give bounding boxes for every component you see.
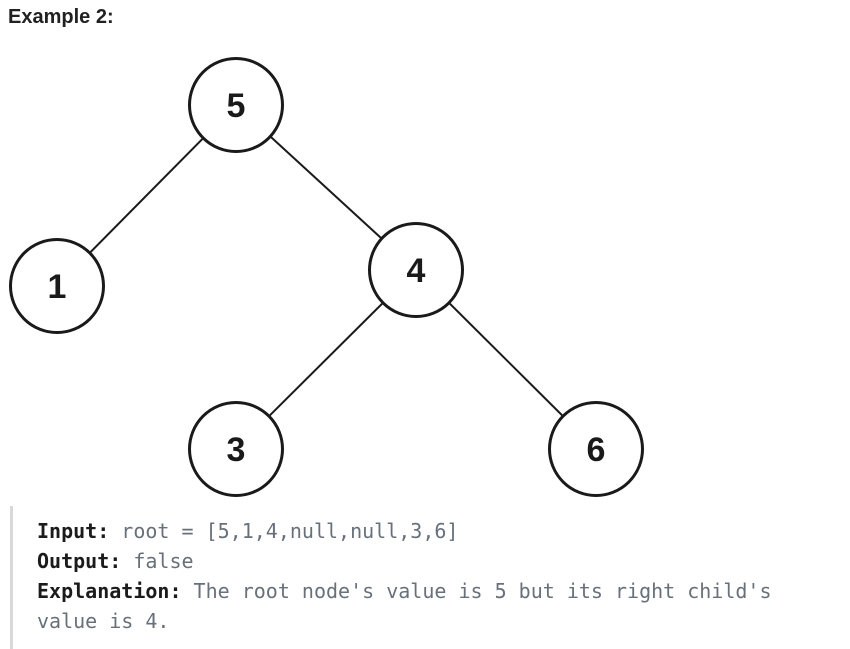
example-heading: Example 2: <box>8 6 114 28</box>
explanation-value: The root node's value is 5 but its right… <box>37 579 772 633</box>
output-line: Output: false <box>37 546 803 576</box>
input-line: Input: root = [5,1,4,null,null,3,6] <box>37 516 803 546</box>
tree-node-circle <box>188 57 284 153</box>
input-value: root = [5,1,4,null,null,3,6] <box>121 519 459 543</box>
output-value: false <box>133 549 194 573</box>
tree-node-circle <box>188 401 284 497</box>
tree-node-value: 6 <box>587 431 606 469</box>
example-io-block: Input: root = [5,1,4,null,null,3,6]Outpu… <box>10 506 803 649</box>
input-label: Input: <box>37 519 110 543</box>
output-label: Output: <box>37 549 122 573</box>
tree-node-value: 4 <box>407 252 426 290</box>
tree-node-circle <box>9 238 105 334</box>
tree-node-circle <box>548 401 644 497</box>
tree-node-value: 5 <box>227 87 246 125</box>
tree-node-value: 3 <box>227 431 246 469</box>
binary-tree-diagram: 5 1 4 3 6 <box>9 57 644 497</box>
explanation-line: Explanation: The root node's value is 5 … <box>37 576 803 636</box>
tree-node-circle <box>368 222 464 318</box>
explanation-label: Explanation: <box>37 579 182 603</box>
tree-node-value: 1 <box>48 268 67 306</box>
